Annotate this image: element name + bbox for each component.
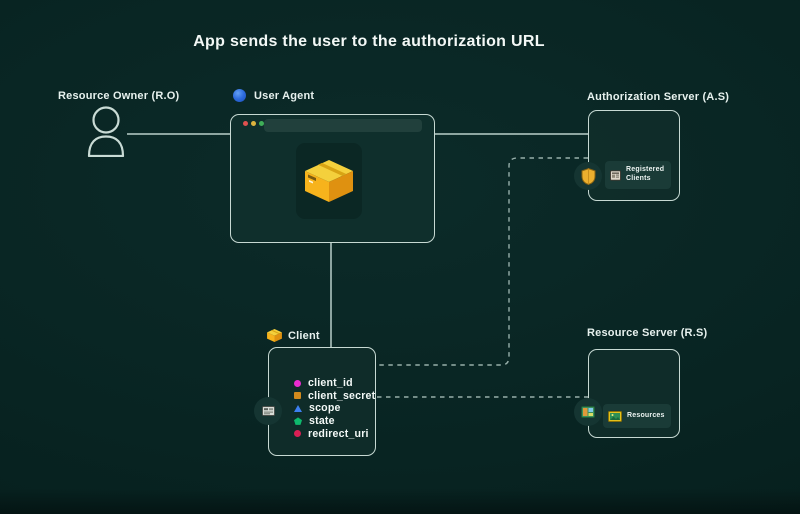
client-form-badge: [254, 397, 282, 425]
shield-badge: [574, 162, 602, 190]
resources-box: Resources: [603, 404, 671, 428]
resource-server-label: Resource Server (R.S): [587, 327, 708, 339]
resource-server-box: Resources: [588, 349, 680, 438]
client-secret-bullet-icon: [294, 392, 301, 400]
registered-clients-box: Registered Clients: [605, 161, 671, 189]
param-label: redirect_uri: [308, 427, 369, 440]
redirect-uri-bullet-icon: [294, 430, 301, 438]
user-agent-window: [230, 114, 435, 243]
param-label: scope: [309, 402, 341, 415]
client-label: Client: [288, 330, 320, 342]
diagram-title: App sends the user to the authorization …: [193, 33, 545, 50]
image-icon: [581, 406, 595, 418]
client-params-list: client_id client_secret scope state redi…: [294, 377, 375, 440]
param-client-secret: client_secret: [294, 390, 375, 403]
authorization-server-box: Registered Clients: [588, 110, 680, 201]
form-icon: [261, 406, 275, 416]
resource-owner-label: Resource Owner (R.O): [58, 90, 180, 102]
resources-label: Resources: [627, 411, 665, 419]
browser-content-tile: [296, 143, 362, 219]
client-box: client_id client_secret scope state redi…: [268, 347, 376, 456]
param-state: state: [294, 415, 375, 428]
param-label: state: [309, 415, 335, 428]
scope-bullet-icon: [294, 404, 302, 412]
window-controls: [243, 121, 264, 126]
param-scope: scope: [294, 402, 375, 415]
param-redirect-uri: redirect_uri: [294, 427, 375, 440]
param-label: client_secret: [308, 389, 376, 402]
package-icon: [305, 160, 353, 202]
window-minimize-icon: [251, 121, 256, 126]
registered-clients-icon: [610, 169, 621, 181]
client-package-icon: [267, 329, 282, 342]
address-bar: [264, 119, 422, 132]
authorization-server-label: Authorization Server (A.S): [587, 91, 730, 103]
window-close-icon: [243, 121, 248, 126]
shield-icon: [581, 167, 595, 185]
state-bullet-icon: [294, 417, 302, 425]
param-label: client_id: [308, 377, 353, 390]
registered-clients-label: Registered Clients: [626, 166, 665, 182]
user-agent-label: User Agent: [254, 90, 315, 102]
person-icon: [87, 106, 125, 157]
window-maximize-icon: [259, 121, 264, 126]
browser-globe-icon: [233, 89, 246, 102]
resource-image-badge: [574, 398, 602, 426]
param-client-id: client_id: [294, 377, 375, 390]
client-id-bullet-icon: [294, 379, 301, 387]
resources-icon: [608, 410, 622, 422]
